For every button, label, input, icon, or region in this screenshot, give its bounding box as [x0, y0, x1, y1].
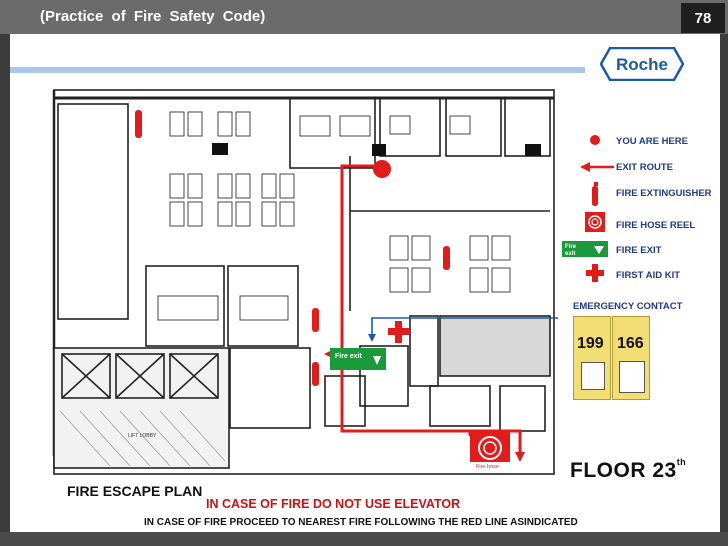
legend-you-are-here: YOU ARE HERE: [616, 136, 688, 147]
legend-exit-route: EXIT ROUTE: [616, 162, 674, 173]
you-are-here-marker: [373, 160, 391, 178]
fire-escape-plan-title: FIRE ESCAPE PLAN: [67, 483, 203, 499]
fire-escape-poster: Roche: [10, 34, 720, 534]
roche-logo: Roche: [600, 47, 684, 81]
emergency-contact-title: EMERGENCY CONTACT: [573, 301, 683, 312]
emergency-number-2: 166: [617, 335, 644, 352]
fire-extinguisher-icon: [592, 182, 598, 206]
fire-exit-sign-icon: Fire exit: [562, 241, 608, 257]
exit-route-arrow-icon: [580, 162, 614, 172]
logo-text: Roche: [616, 55, 668, 74]
page-number: 78: [681, 3, 725, 33]
svg-text:exit: exit: [565, 251, 575, 257]
slide-footer: [0, 532, 728, 546]
floor-plan: LIFT LOBBY: [52, 89, 558, 475]
header-rule: [10, 67, 585, 73]
lift-lobby-label: LIFT LOBBY: [128, 433, 157, 439]
elevator-warning: IN CASE OF FIRE DO NOT USE ELEVATOR: [206, 497, 461, 511]
slide-header: (Practice of Fire Safety Code) 78: [0, 0, 728, 34]
slide-title: (Practice of Fire Safety Code): [40, 8, 266, 25]
emergency-number-1: 199: [577, 335, 604, 352]
emergency-card-left: 199: [573, 316, 611, 400]
floor-label: FLOOR 23th: [570, 457, 687, 482]
svg-text:Fire: Fire: [565, 244, 577, 250]
plan-fire-hose-text: Fire hose: [476, 464, 499, 470]
call-point-icon: [581, 362, 605, 390]
emergency-card-right: 166: [612, 316, 650, 400]
fire-hose-reel-icon: [585, 212, 605, 232]
plan-fire-exit-text: Fire exit: [335, 353, 363, 360]
legend-first-aid-kit: FIRST AID KIT: [616, 270, 681, 281]
contact-list-icon: [619, 361, 645, 393]
legend-fire-exit: FIRE EXIT: [616, 245, 662, 256]
legend-fire-hose-reel: FIRE HOSE REEL: [616, 220, 696, 231]
you-are-here-icon: [590, 135, 600, 145]
legend-fire-extinguisher: FIRE EXTINGUISHER: [616, 188, 712, 199]
first-aid-cross-icon: [586, 264, 604, 282]
route-instruction: IN CASE OF FIRE PROCEED TO NEAREST FIRE …: [144, 517, 578, 528]
